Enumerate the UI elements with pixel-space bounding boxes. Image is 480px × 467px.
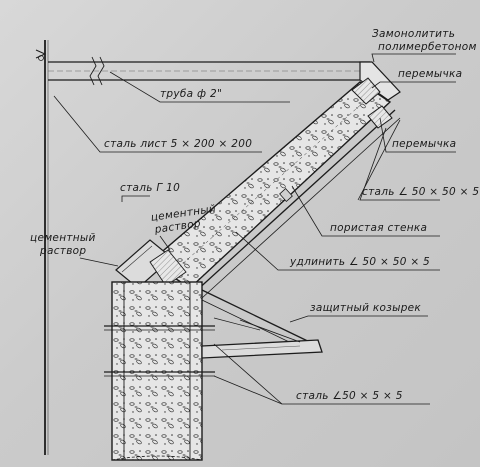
- pipe: [48, 56, 401, 101]
- label-lintel-mid: перемычка: [392, 138, 457, 150]
- protective-visor: [201, 289, 323, 359]
- label-steel-angle-upper: сталь ∠ 50 × 50 × 5: [362, 186, 480, 198]
- label-monolith-2: полимербетоном: [378, 41, 477, 53]
- label-steel-channel: сталь Г 10: [120, 182, 181, 194]
- label-protective-visor: защитный козырек: [310, 302, 422, 314]
- label-extend-angle: удлинить ∠ 50 × 50 × 5: [290, 256, 431, 268]
- steel-channel: [115, 239, 187, 289]
- label-steel-angle-lower: сталь ∠50 × 5 × 5: [296, 390, 403, 402]
- label-monolith-1: Замонолитить: [372, 28, 456, 40]
- label-lintel-top: перемычка: [398, 68, 463, 80]
- label-pipe: труба ф 2": [160, 88, 223, 100]
- inclined-duct: [148, 77, 401, 299]
- label-steel-sheet: сталь лист 5 × 200 × 200: [104, 138, 253, 150]
- label-cement-left-2: раствор: [40, 245, 87, 257]
- left-wall: [35, 40, 49, 455]
- label-cement-left-1: цементный: [30, 232, 96, 244]
- leader-lines: [53, 53, 456, 405]
- concrete-wall: [104, 281, 215, 461]
- label-porous-wall: пористая стенка: [330, 222, 428, 234]
